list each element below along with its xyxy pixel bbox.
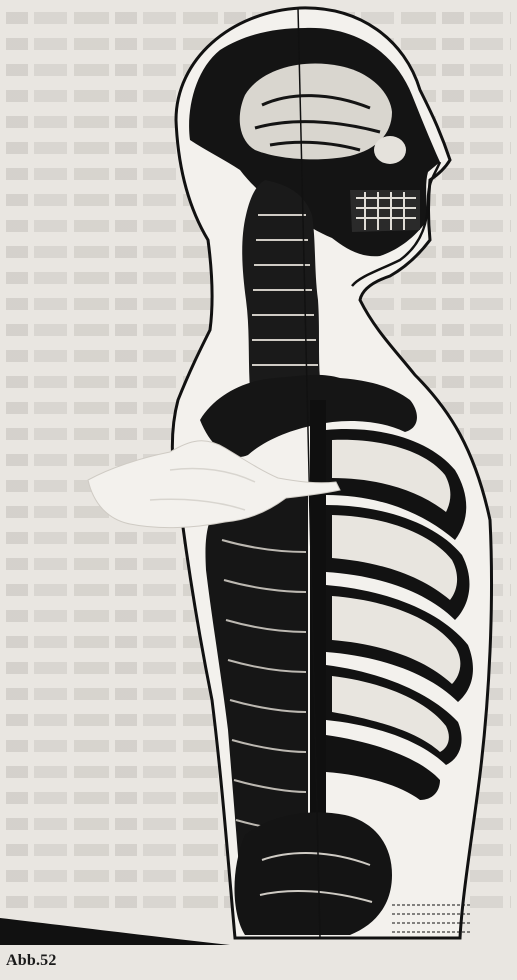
pelvis <box>234 812 392 935</box>
cervical-spine <box>242 180 320 390</box>
figure-caption: Abb.52 <box>6 952 57 970</box>
ground-wedge <box>0 918 230 945</box>
anatomical-illustration <box>0 0 517 945</box>
